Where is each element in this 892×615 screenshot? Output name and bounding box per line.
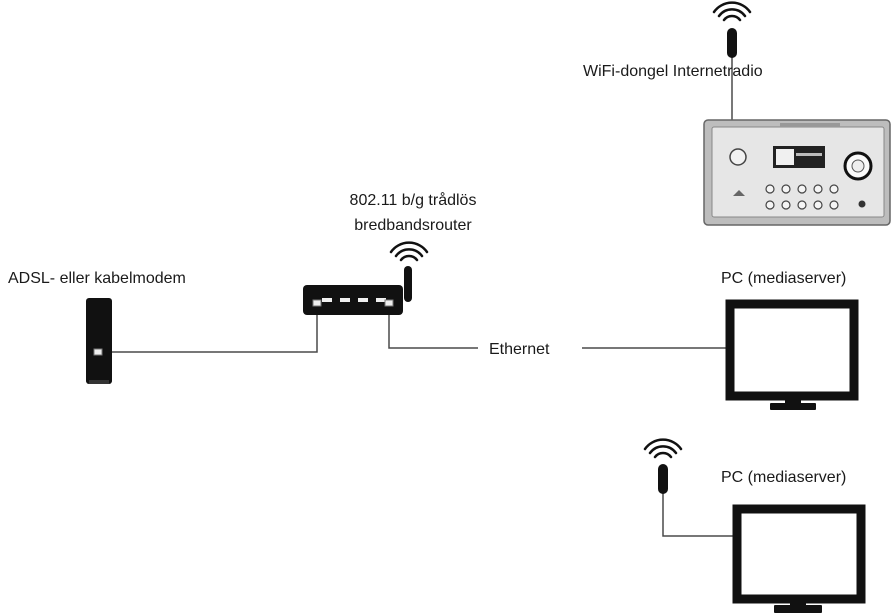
wifi-dongle-icon <box>658 464 668 494</box>
connection-lines <box>101 55 736 537</box>
label-pc-wired: PC (mediaserver) <box>721 270 846 287</box>
pc-dongle-wire <box>662 490 736 537</box>
label-ethernet: Ethernet <box>489 341 550 358</box>
wifi-signal-icon <box>643 438 683 459</box>
label-router-line1: 802.11 b/g trådlös <box>350 191 477 209</box>
wifi-dongle-radio-group: WiFi-dongel Internetradio <box>583 1 891 226</box>
modem-icon <box>86 298 112 384</box>
label-router-line2: bredbandsrouter <box>354 217 472 234</box>
pc-wireless-group: PC (mediaserver) <box>643 438 866 613</box>
router-group: 802.11 b/g trådlös bredbandsrouter <box>303 191 476 315</box>
wifi-signal-icon <box>389 241 429 262</box>
monitor-icon <box>732 504 866 613</box>
pc-wired-group: PC (mediaserver) <box>721 270 859 410</box>
label-pc-wireless: PC (mediaserver) <box>721 469 846 486</box>
wifi-signal-icon <box>712 1 752 22</box>
label-modem: ADSL- eller kabelmodem <box>8 270 186 287</box>
modem-group: ADSL- eller kabelmodem <box>8 270 186 384</box>
label-wifi-dongle-radio: WiFi-dongel Internetradio <box>583 63 763 80</box>
monitor-icon <box>725 299 859 410</box>
router-ethernet-cable-left <box>388 304 478 349</box>
internet-radio-icon <box>703 119 891 226</box>
router-icon <box>303 266 412 315</box>
wifi-dongle-icon <box>727 28 737 58</box>
modem-router-cable <box>101 304 318 353</box>
